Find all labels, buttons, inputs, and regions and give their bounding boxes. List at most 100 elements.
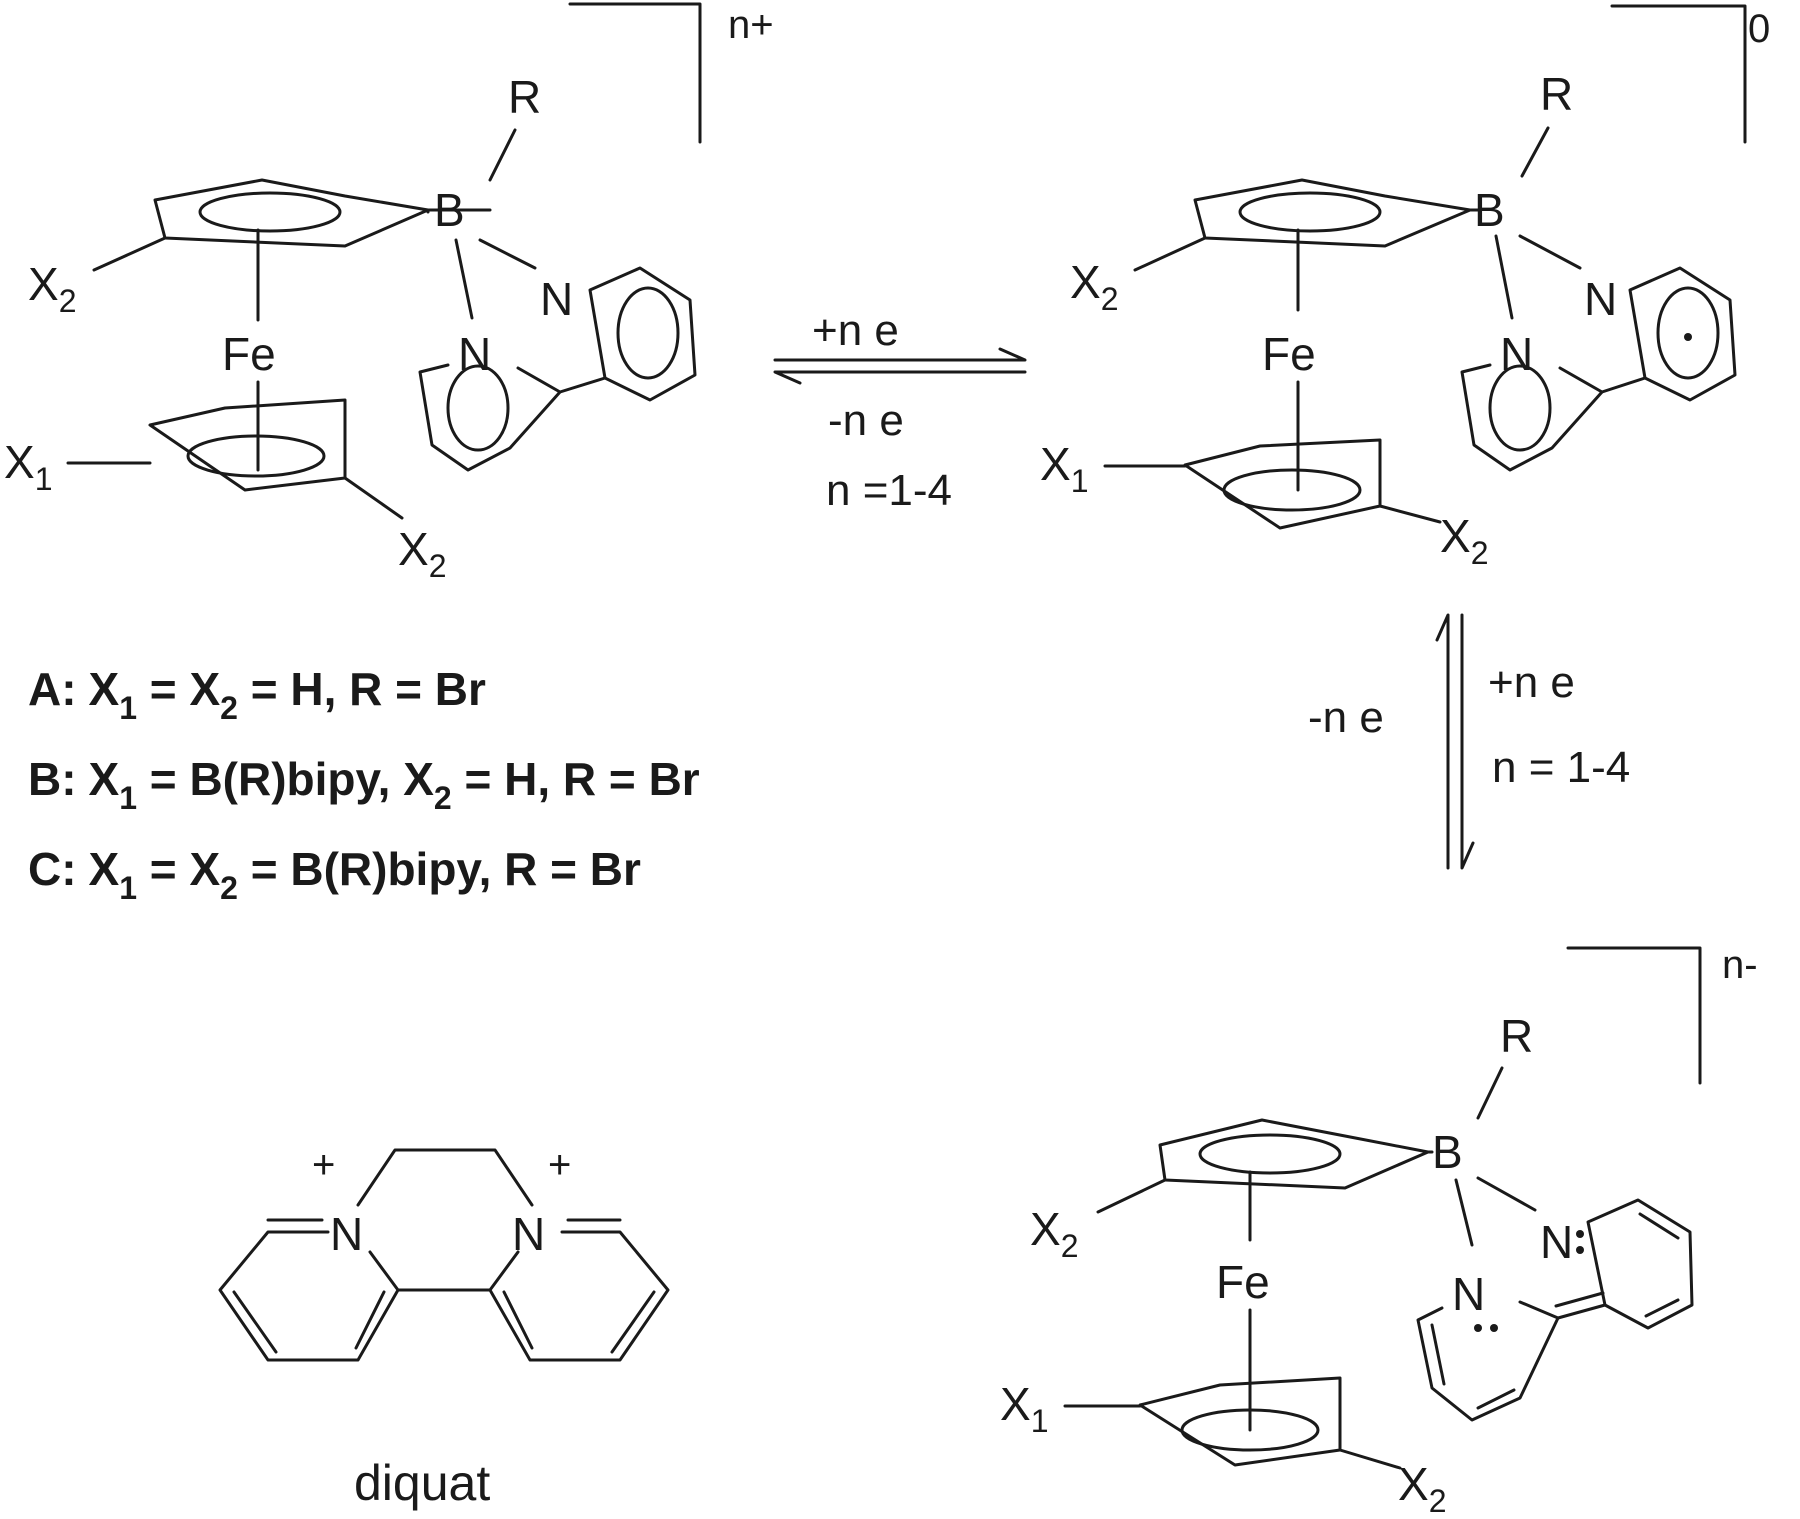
double-bond-left-bottom xyxy=(232,1290,278,1354)
pyridine-ring-left-aromatic xyxy=(446,364,510,452)
complex-cationic: n+ Fe X2 X1 X2 B R N N xyxy=(4,2,774,584)
x2-bond-upper xyxy=(92,236,167,272)
cp-ring-upper xyxy=(153,178,430,248)
ethylene-bridge xyxy=(356,1148,534,1207)
compound-legend: A:X1 = X2 = H, R = Br B:X1 = B(R)bipy, X… xyxy=(28,663,700,906)
x2-bond-lower xyxy=(343,476,404,520)
plus-charge-right: + xyxy=(548,1143,571,1187)
fe-atom: Fe xyxy=(1216,1256,1270,1308)
b-n-bond-right xyxy=(1518,234,1582,270)
r-label: R xyxy=(1500,1010,1533,1062)
reverse-arrow-label: -n e xyxy=(1308,693,1384,742)
x2-bond-upper xyxy=(1133,236,1207,272)
reverse-arrow xyxy=(1435,613,1450,870)
double-bond-right-inner xyxy=(502,1290,534,1350)
double-bond-inner xyxy=(1476,1388,1516,1410)
r-label: R xyxy=(508,71,541,123)
x2-label-upper: X2 xyxy=(28,258,76,319)
cp-ring-lower xyxy=(148,398,347,492)
lone-pair-dot xyxy=(1576,1230,1584,1238)
x2-label-lower: X2 xyxy=(1398,1458,1446,1519)
charge-bracket xyxy=(1566,946,1702,1085)
n-atom-right: N xyxy=(1584,273,1617,325)
double-bond-inner xyxy=(1638,1212,1680,1240)
pyridine-ring-left xyxy=(418,363,562,472)
lone-pair-dot xyxy=(1576,1246,1584,1254)
legend-line-a: A:X1 = X2 = H, R = Br xyxy=(28,663,486,726)
equilibrium-arrows-vertical: -n e +n e n = 1-4 xyxy=(1308,613,1630,870)
b-n-bond-left xyxy=(1454,1178,1474,1247)
cp-ring-upper xyxy=(1193,178,1472,248)
x2-label-upper: X2 xyxy=(1070,256,1118,317)
bipy-link-bond xyxy=(1556,1303,1607,1320)
forward-arrow xyxy=(773,347,1027,362)
fe-atom: Fe xyxy=(1262,328,1316,380)
b-n-bond-left xyxy=(1494,234,1514,320)
complex-anionic: n- Fe X2 X1 X2 B R N N xyxy=(1000,943,1758,1519)
cp-ring-lower xyxy=(1138,1376,1342,1467)
pyridine-ring-left xyxy=(1460,363,1604,472)
cp-ring-lower xyxy=(1183,438,1382,530)
charge-label: n+ xyxy=(728,3,774,47)
reverse-arrow xyxy=(773,370,1027,385)
pyridinium-ring-right xyxy=(488,1230,670,1362)
x1-label: X1 xyxy=(4,436,52,497)
reverse-arrow-label: -n e xyxy=(828,396,904,445)
r-label: R xyxy=(1540,68,1573,120)
legend-line-b: B:X1 = B(R)bipy, X2 = H, R = Br xyxy=(28,753,700,816)
forward-arrow-label: +n e xyxy=(812,306,899,355)
lone-pair-dot xyxy=(1490,1324,1498,1332)
x2-bond-upper xyxy=(1096,1178,1167,1214)
forward-arrow xyxy=(1460,613,1475,870)
b-r-bond xyxy=(1520,126,1550,178)
fe-atom: Fe xyxy=(222,328,276,380)
cp-ring-lower-aromatic xyxy=(186,434,326,478)
bipy-link-double-bond xyxy=(1554,1291,1605,1308)
boron-atom: B xyxy=(1432,1126,1463,1178)
x2-label-lower: X2 xyxy=(1440,510,1488,571)
pyridine-ring-right-aromatic xyxy=(1656,286,1720,380)
forward-arrow-label: +n e xyxy=(1488,658,1575,707)
plus-charge-left: + xyxy=(312,1143,335,1187)
cp-ring-upper-aromatic xyxy=(1198,1133,1342,1175)
n-atom-left: N xyxy=(1452,1268,1485,1320)
radical-dot xyxy=(1684,333,1692,341)
x2-bond-lower xyxy=(1378,504,1442,524)
x2-label-upper: X2 xyxy=(1030,1203,1078,1264)
double-bond-inner xyxy=(1644,1298,1680,1318)
b-n-bond-left xyxy=(454,238,474,320)
b-n-bond-right xyxy=(478,238,537,270)
arrow-range-label: n =1-4 xyxy=(826,466,952,515)
x2-bond-lower xyxy=(1338,1448,1402,1470)
pyridine-ring-right-aromatic xyxy=(616,286,680,380)
boron-atom: B xyxy=(434,184,465,236)
cp-ring-upper-aromatic xyxy=(198,191,342,233)
x1-label: X1 xyxy=(1000,1378,1048,1439)
legend-line-c: C:X1 = X2 = B(R)bipy, R = Br xyxy=(28,843,641,906)
pyridinium-ring-left xyxy=(218,1230,400,1362)
boron-atom: B xyxy=(1474,184,1505,236)
double-bond-left-inner xyxy=(354,1290,386,1350)
double-bond-right-bottom xyxy=(610,1290,656,1354)
equilibrium-arrows-horizontal: +n e -n e n =1-4 xyxy=(773,306,1027,515)
charge-bracket xyxy=(1610,4,1747,144)
pyridine-ring-right xyxy=(1586,1198,1694,1330)
charge-bracket xyxy=(568,2,702,144)
bipy-link-bond xyxy=(558,376,607,394)
x2-label-lower: X2 xyxy=(398,523,446,584)
double-bond-inner xyxy=(1430,1323,1446,1386)
charge-label: 0 xyxy=(1748,7,1770,51)
diquat-structure: + + N N diquat xyxy=(218,1143,670,1511)
b-n-bond-right xyxy=(1476,1176,1537,1212)
n-atom-right: N xyxy=(540,273,573,325)
lone-pair-dot xyxy=(1474,1324,1482,1332)
n-atom-right: N xyxy=(1540,1216,1573,1268)
diquat-caption: diquat xyxy=(354,1455,490,1511)
cp-ring-lower-aromatic xyxy=(1222,468,1362,512)
b-r-bond xyxy=(488,128,517,182)
pyridine-ring-left-aromatic xyxy=(1488,364,1552,452)
n-atom-left: N xyxy=(330,1208,363,1260)
arrow-range-label: n = 1-4 xyxy=(1492,743,1630,792)
charge-label: n- xyxy=(1722,943,1758,987)
bipy-link-bond xyxy=(1600,376,1647,394)
